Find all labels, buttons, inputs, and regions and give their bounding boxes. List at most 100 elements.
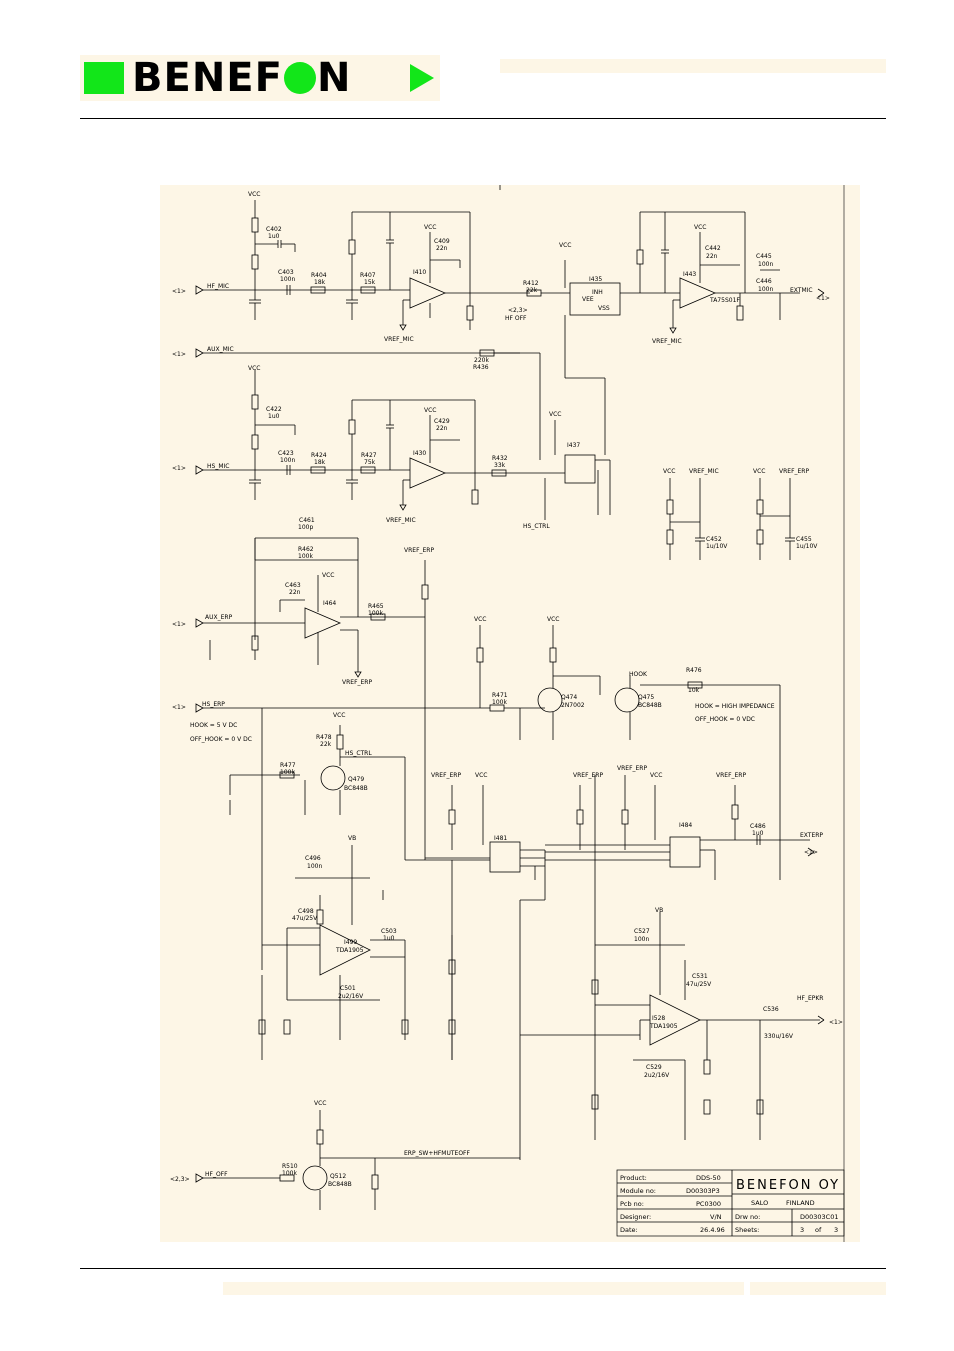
label-47u25v-2: 47u/25V (686, 981, 712, 988)
label-1u10v-2: 1u/10V (796, 543, 818, 550)
label-220k: 220k (474, 357, 489, 364)
net-erp-sw: ERP_SW+HFMUTEOFF (404, 1150, 471, 1157)
label-vcc-13: VCC (333, 712, 345, 719)
title-block (616, 1169, 845, 1237)
label-100n-6: 100n (634, 936, 649, 943)
net-exterp: EXTERP (800, 832, 823, 839)
label-r476: R476 (686, 667, 702, 674)
label-i499: I499 (344, 939, 357, 946)
tb-pcb-value: PC0300 (696, 1200, 721, 1208)
label-vref-erp-2: VREF_ERP (404, 547, 434, 554)
label-i435: I435 (589, 276, 602, 283)
label-vcc-16: VCC (314, 1100, 326, 1107)
net-hf-mic: HF_MIC (207, 283, 229, 290)
label-i464: I464 (323, 600, 336, 607)
tb-date-value: 26.4.96 (700, 1226, 725, 1234)
aux-erp-stage (195, 537, 429, 860)
label-vref-mic-2: VREF_MIC (652, 338, 682, 345)
label-vcc-2: VCC (424, 224, 436, 231)
label-100k-4: 100k (280, 769, 295, 776)
schematic-diagram: VCC C402 1u0 C403 100n R404 18k R407 15k… (170, 185, 845, 1242)
label-c452: C452 (706, 536, 722, 543)
label-c403: C403 (278, 269, 294, 276)
label-c463: C463 (285, 582, 301, 589)
label-vcc-10: VCC (322, 572, 334, 579)
label-c486: C486 (750, 823, 766, 830)
label-i528: I528 (652, 1015, 665, 1022)
port-hf-mic: <1> (172, 288, 186, 295)
tb-country: FINLAND (786, 1199, 815, 1207)
port-hf-epkr: <1> (829, 1019, 843, 1026)
label-c446: C446 (756, 278, 772, 285)
tb-date-label: Date: (620, 1226, 638, 1234)
label-1u0-4: 1u0 (383, 935, 395, 942)
label-22n: 22n (436, 245, 448, 252)
label-33k: 33k (494, 462, 506, 469)
label-vref-erp-6: VREF_ERP (617, 765, 647, 772)
label-15k: 15k (364, 279, 376, 286)
logo-green-square (84, 62, 124, 94)
net-aux-mic: AUX_MIC (207, 346, 234, 353)
schematic-sheet: VCC C402 1u0 C403 100n R404 18k R407 15k… (160, 185, 860, 1242)
label-c402: C402 (266, 226, 282, 233)
label-47u25v: 47u/25V (292, 915, 318, 922)
label-100n-4: 100n (280, 457, 295, 464)
label-c442: C442 (705, 245, 721, 252)
logo-text-b: N (316, 55, 352, 101)
label-i437: I437 (567, 442, 580, 449)
label-100k-3: 100k (492, 699, 507, 706)
logo-green-dot (283, 62, 316, 94)
label-vcc-14: VCC (475, 772, 487, 779)
label-bc848b: BC848B (638, 702, 662, 709)
tb-drw-label: Drw no: (735, 1213, 760, 1221)
label-vref-mic-3: VREF_MIC (386, 517, 416, 524)
hs-erp-stage (195, 625, 781, 860)
label-100k-2: 100k (368, 610, 383, 617)
label-r432: R432 (492, 455, 508, 462)
label-vref-mic-4: VREF_MIC (689, 468, 719, 475)
label-q475: Q475 (638, 694, 654, 701)
label-75k: 75k (364, 459, 376, 466)
footer-bar-right (750, 1282, 886, 1295)
tb-company: BENEFON OY (736, 1178, 840, 1193)
label-vcc-15: VCC (650, 772, 662, 779)
label-r412: R412 (523, 280, 539, 287)
label-r477: R477 (280, 762, 296, 769)
label-1u0: 1u0 (268, 233, 280, 240)
net-aux-erp: AUX_ERP (205, 614, 233, 621)
label-c423: C423 (278, 450, 294, 457)
label-c501: C501 (340, 985, 356, 992)
label-tda1905: TDA1905 (335, 947, 364, 954)
logo-text-a: BENEF (132, 55, 283, 101)
label-22k-2: 22k (320, 741, 332, 748)
note-hook-imp: HOOK = HIGH IMPEDANCE (695, 703, 775, 710)
logo-arrow-icon (410, 64, 434, 92)
tb-designer-label: Designer: (620, 1213, 651, 1221)
label-vcc: VCC (248, 191, 260, 198)
label-r436: R436 (473, 364, 489, 371)
label-vcc-8: VCC (663, 468, 675, 475)
port-hf-off: <2,3> (508, 307, 528, 314)
header-bar (500, 59, 886, 73)
label-c527: C527 (634, 928, 650, 935)
label-r462: R462 (298, 546, 314, 553)
net-extmic: EXTMIC (790, 287, 813, 294)
tb-product-value: DDS-50 (696, 1174, 721, 1182)
pin-vee: VEE (582, 296, 594, 303)
net-hf-epkr: HF_EPKR (797, 995, 823, 1002)
label-q512: Q512 (330, 1173, 346, 1180)
port-hf-off-2: <2,3> (170, 1176, 190, 1183)
label-r407: R407 (360, 272, 376, 279)
label-c496: C496 (305, 855, 321, 862)
note-offhook-vdc: OFF_HOOK = 0 VDC (695, 716, 755, 723)
tb-module-label: Module no: (620, 1187, 656, 1195)
net-hf-off-lc: HF OFF (505, 315, 527, 322)
label-vref-erp-4: VREF_ERP (431, 772, 461, 779)
label-vcc-5: VCC (248, 365, 260, 372)
label-100n-5: 100n (307, 863, 322, 870)
label-vref-erp-3: VREF_ERP (342, 679, 372, 686)
label-2u216v-2: 2u2/16V (644, 1072, 670, 1079)
label-c529: C529 (646, 1064, 662, 1071)
label-18k: 18k (314, 279, 326, 286)
label-r427: R427 (361, 452, 377, 459)
